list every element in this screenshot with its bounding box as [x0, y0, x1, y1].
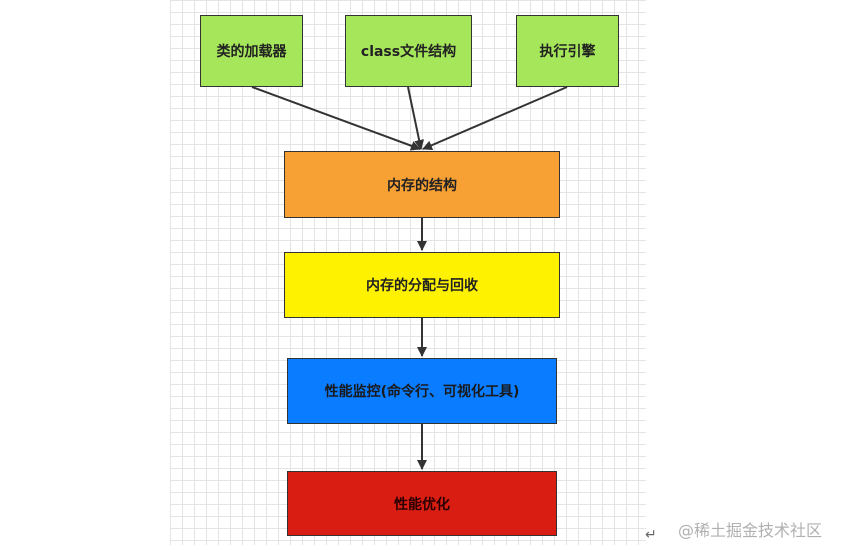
node-performance-monitoring[interactable]: 性能监控(命令行、可视化工具) — [287, 358, 557, 424]
node-class-file-structure-label: class文件结构 — [360, 44, 457, 60]
arrow-loader-to-memory — [251, 86, 421, 151]
node-memory-allocation-label: 内存的分配与回收 — [366, 278, 478, 294]
watermark: @稀土掘金技术社区 — [678, 521, 823, 540]
node-class-file-structure[interactable]: class文件结构 — [345, 15, 472, 87]
node-performance-tuning-label: 性能优化 — [394, 496, 450, 513]
node-execution-engine[interactable]: 执行引擎 — [516, 15, 619, 87]
node-class-loader-label: 类的加载器 — [216, 44, 287, 60]
node-class-loader[interactable]: 类的加载器 — [200, 15, 303, 87]
node-performance-tuning[interactable]: 性能优化 — [287, 471, 557, 536]
node-execution-engine-label: 执行引擎 — [539, 44, 596, 60]
arrow-engine-to-memory — [422, 86, 568, 151]
node-performance-monitoring-label: 性能监控(命令行、可视化工具) — [324, 384, 520, 400]
node-memory-allocation[interactable]: 内存的分配与回收 — [284, 252, 560, 318]
arrow-classfile-to-memory — [407, 86, 425, 150]
node-memory-structure[interactable]: 内存的结构 — [284, 151, 560, 218]
node-memory-structure-label: 内存的结构 — [387, 177, 457, 194]
return-mark: ↵ — [645, 527, 657, 543]
